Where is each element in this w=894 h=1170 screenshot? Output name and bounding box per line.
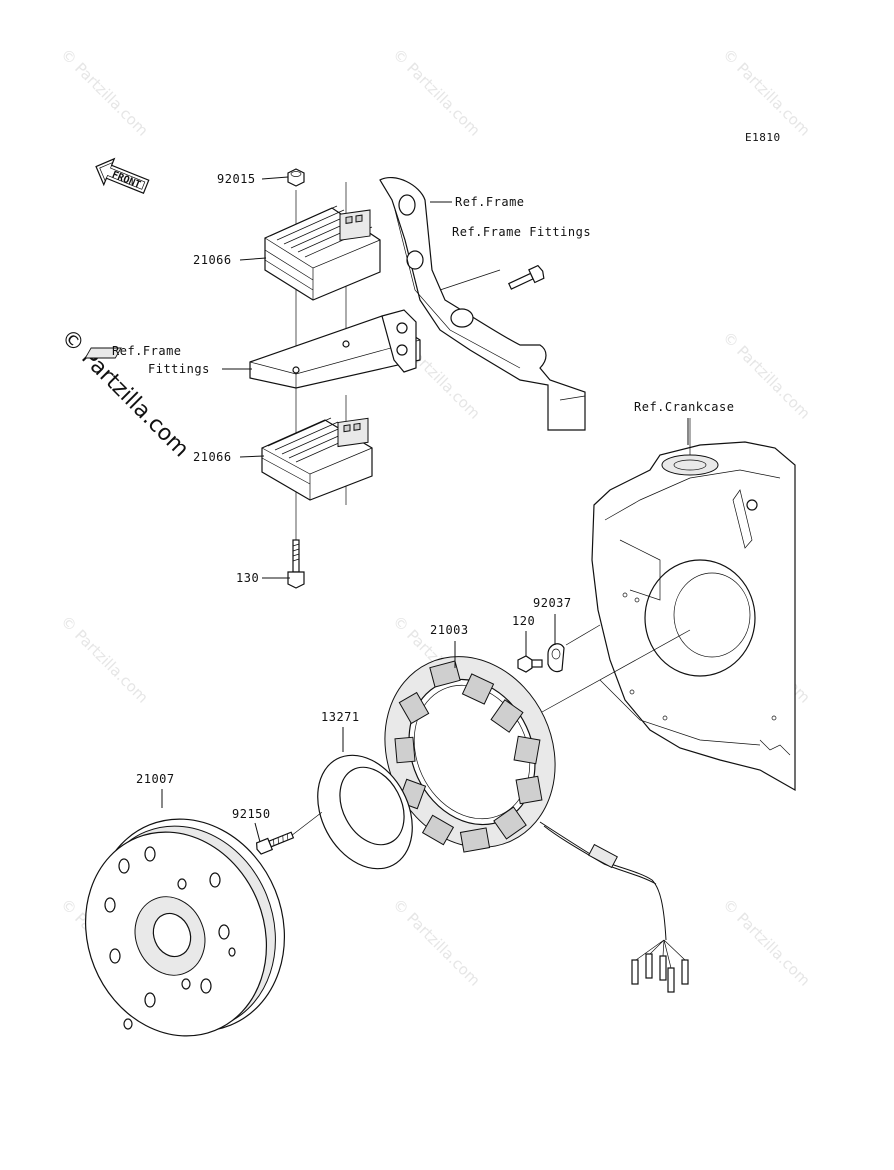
regulator-21066-upper [264, 205, 381, 301]
stator-coil-blocks [394, 660, 543, 853]
watermark-tile: © Partzilla.com [719, 45, 814, 140]
rotor-holes [104, 846, 236, 1030]
part-label-92150: 92150 [232, 807, 271, 821]
bolt-92150 [256, 811, 323, 855]
plate-13271 [317, 754, 413, 870]
front-arrow-icon: FRONT [95, 157, 150, 195]
part-label-13271: 13271 [321, 710, 360, 724]
crankcase-reference [591, 418, 796, 792]
watermark-tile: © Partzilla.com [389, 895, 484, 990]
bolt-120 [517, 655, 543, 673]
part-label-92015: 92015 [217, 172, 256, 186]
leader-lines [161, 176, 689, 843]
ref-crankcase-label: Ref.Crankcase [634, 400, 734, 414]
ref-frame-fittings-left-label-2: Fittings [148, 362, 210, 376]
part-label-92037: 92037 [533, 596, 572, 610]
rotor-21007 [84, 818, 286, 1037]
regulator-21066-lower [261, 417, 373, 501]
part-label-21066-upper: 21066 [193, 253, 232, 267]
clamp-92037 [547, 624, 601, 673]
part-label-21007: 21007 [136, 772, 175, 786]
ref-frame-label: Ref.Frame [455, 195, 525, 209]
watermark-tile: © Partzilla.com [719, 895, 814, 990]
ref-frame-fittings-left-label-1: Ref.Frame [112, 344, 182, 358]
part-label-21066-lower: 21066 [193, 450, 232, 464]
diagram-code: E1810 [745, 131, 781, 144]
frame-reference [379, 177, 586, 431]
stator-21003 [384, 629, 691, 993]
watermark-tile: © Partzilla.com [57, 612, 152, 707]
ref-frame-fittings-top-label: Ref.Frame Fittings [452, 225, 591, 239]
frame-bracket [84, 309, 421, 389]
watermark-tile: © Partzilla.com [57, 45, 152, 140]
frame-fitting-bolt [507, 264, 545, 290]
regulator-assembly [84, 168, 421, 589]
wire-terminals [631, 953, 689, 993]
part-label-130: 130 [236, 571, 259, 585]
part-label-120: 120 [512, 614, 535, 628]
nut-92015 [287, 168, 305, 187]
bolt-130 [287, 539, 305, 589]
part-label-21003: 21003 [430, 623, 469, 637]
watermark-tile: © Partzilla.com [389, 45, 484, 140]
